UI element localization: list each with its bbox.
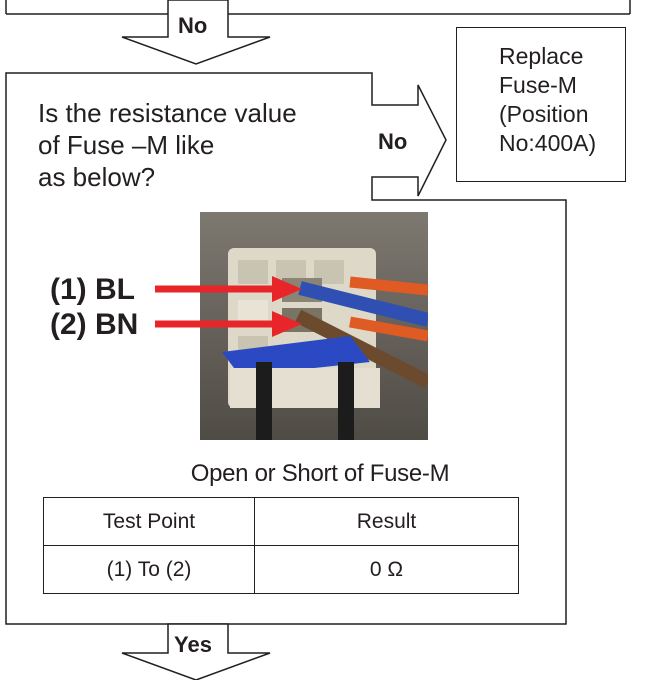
cell-result: 0 Ω	[254, 545, 519, 594]
header-result: Result	[254, 497, 519, 546]
side-arrow-label: No	[378, 129, 408, 154]
top-down-arrow	[121, 0, 271, 65]
action-box: Replace Fuse-M (Position No:400A)	[456, 27, 626, 182]
header-test-point: Test Point	[43, 497, 255, 546]
callout-label-bl: (1) BL	[50, 273, 135, 306]
table-header-row: Test Point Result	[43, 497, 519, 546]
table-row: (1) To (2) 0 Ω	[43, 545, 519, 594]
callout-label-bn: (2) BN	[50, 308, 139, 341]
decision-box	[5, 72, 567, 625]
callout-arrow-bl	[155, 276, 302, 302]
cell-test-point: (1) To (2)	[43, 545, 255, 594]
result-table: Test Point Result (1) To (2) 0 Ω	[43, 497, 519, 594]
callout-arrow-bn	[155, 311, 302, 337]
table-title: Open or Short of Fuse-M	[190, 460, 450, 487]
bottom-arrow-label: Yes	[174, 632, 212, 657]
top-arrow-label: No	[178, 13, 208, 38]
bottom-down-arrow	[121, 623, 271, 680]
action-text: Replace Fuse-M (Position No:400A)	[499, 43, 597, 156]
decision-question: Is the resistance value of Fuse –M like …	[38, 98, 297, 192]
